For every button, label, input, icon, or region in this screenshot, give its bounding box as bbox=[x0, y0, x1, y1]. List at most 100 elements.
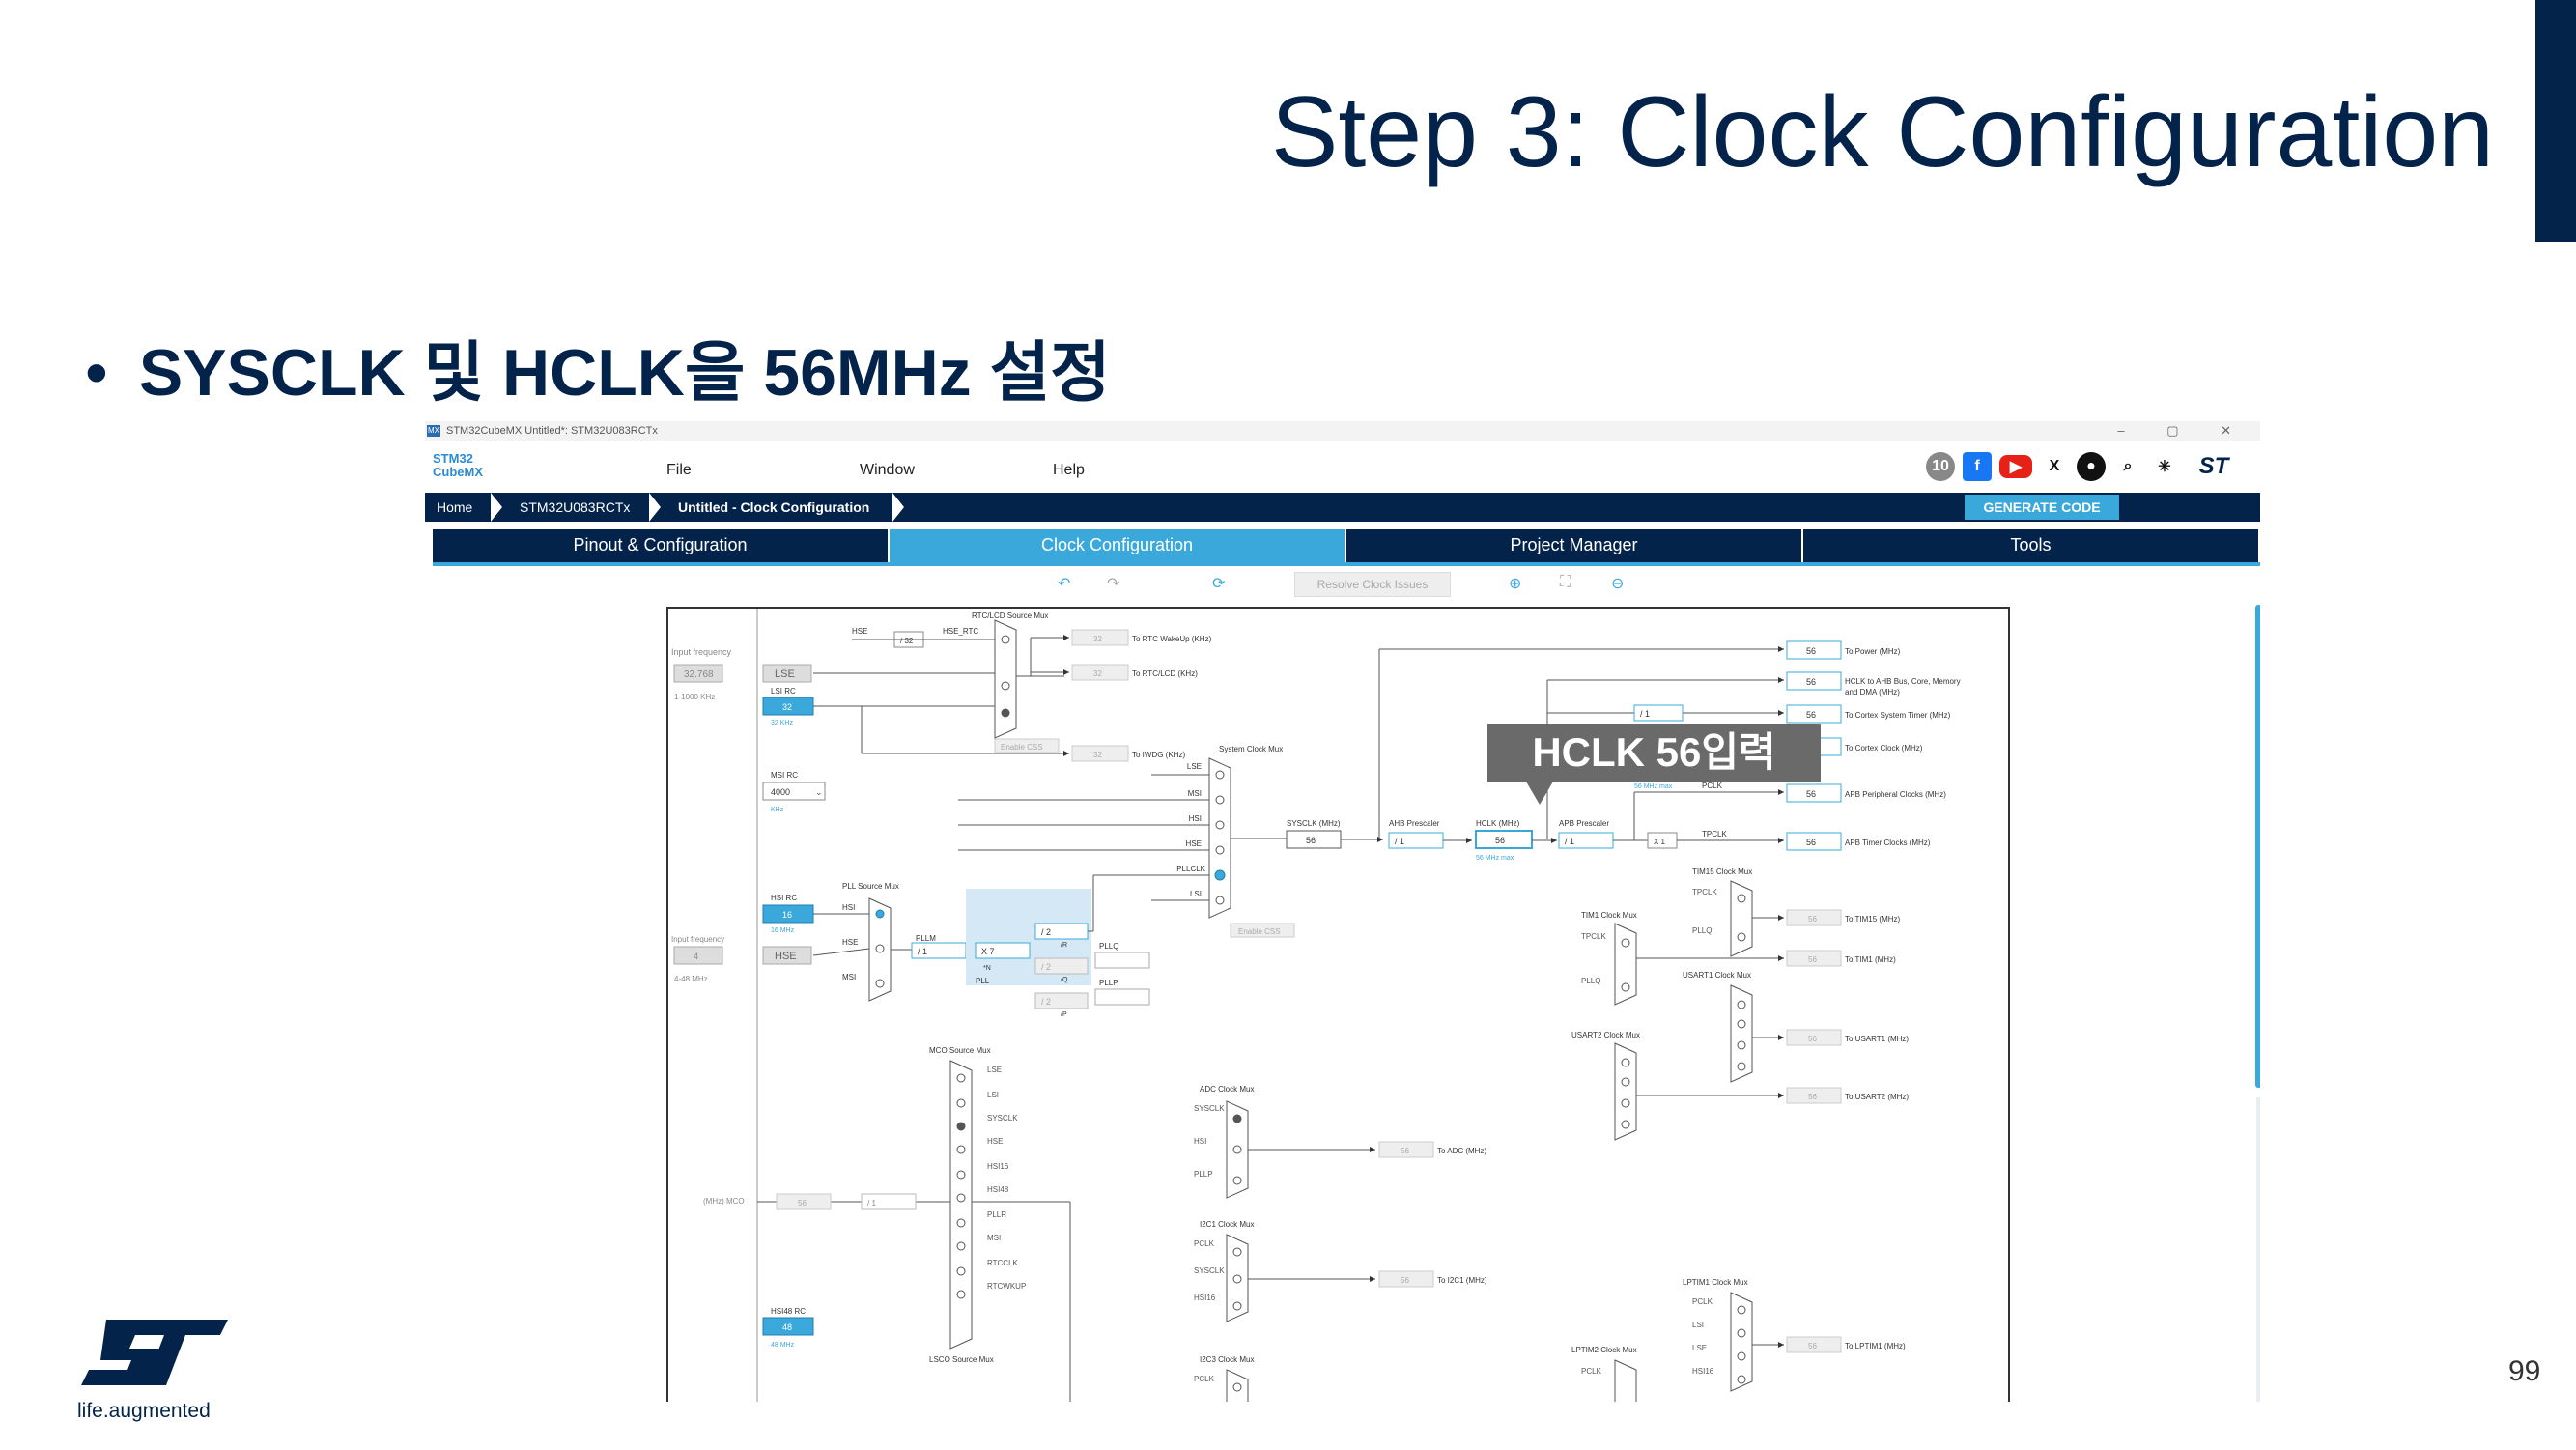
network-icon[interactable]: ✳ bbox=[2158, 459, 2171, 475]
adc-mux-option-pllp[interactable] bbox=[1232, 1176, 1242, 1185]
rtc-wakeup-value-box[interactable] bbox=[1071, 629, 1129, 646]
usart1-mux-option-1[interactable] bbox=[1737, 1000, 1746, 1009]
pll-mux-option-hsi[interactable] bbox=[875, 909, 885, 919]
pll-mux-option-msi[interactable] bbox=[875, 979, 885, 988]
i2c3-mux-option-pclk[interactable] bbox=[1232, 1382, 1242, 1392]
cortex-timer-div-select[interactable] bbox=[1633, 704, 1684, 722]
github-icon[interactable]: ● bbox=[2077, 452, 2106, 481]
tim1-mux-option-1[interactable] bbox=[1621, 938, 1630, 948]
sys-mux-option-pllclk[interactable] bbox=[1214, 869, 1226, 881]
st-icon[interactable]: ST bbox=[2198, 453, 2229, 479]
mco-mux-option-1[interactable] bbox=[956, 1073, 966, 1083]
usart2-mux-option-4[interactable] bbox=[1621, 1120, 1630, 1129]
pll-mux-option-hse[interactable] bbox=[875, 944, 885, 953]
mco-mux-option-9[interactable] bbox=[956, 1266, 966, 1276]
breadcrumb-current[interactable]: Untitled - Clock Configuration bbox=[678, 499, 870, 515]
window-controls[interactable]: – ▢ ✕ bbox=[2117, 423, 2250, 438]
lptim1-mux-option-1[interactable] bbox=[1737, 1305, 1746, 1315]
msi-select[interactable] bbox=[762, 782, 826, 801]
lptim1-mux-option-4[interactable] bbox=[1737, 1375, 1746, 1384]
rtc-mux-option-hse[interactable] bbox=[1001, 635, 1010, 644]
tab-clock-configuration[interactable]: Clock Configuration bbox=[890, 529, 1346, 562]
i2c1-mux-option-hsi16[interactable] bbox=[1232, 1301, 1242, 1311]
lse-input-field[interactable] bbox=[673, 664, 723, 683]
tim15-value-box[interactable] bbox=[1786, 909, 1842, 926]
mco-mux-option-4[interactable] bbox=[956, 1145, 966, 1154]
breadcrumb-device[interactable]: STM32U083RCTx bbox=[520, 499, 631, 515]
enable-css-sys-button[interactable] bbox=[1230, 923, 1295, 938]
youtube-icon[interactable]: ▶ bbox=[1999, 455, 2032, 478]
menu-help[interactable]: Help bbox=[1053, 462, 1085, 478]
mco-mux-option-8[interactable] bbox=[956, 1241, 966, 1251]
i2c1-mux-option-sysclk[interactable] bbox=[1232, 1274, 1242, 1284]
tab-project-manager[interactable]: Project Manager bbox=[1346, 529, 1803, 562]
rtc-lcd-value-box[interactable] bbox=[1071, 664, 1129, 681]
adc-mux-option-hsi[interactable] bbox=[1232, 1145, 1242, 1154]
tab-tools[interactable]: Tools bbox=[1803, 529, 2260, 562]
usart2-value-box[interactable] bbox=[1786, 1087, 1842, 1104]
breadcrumb-home[interactable]: Home bbox=[437, 499, 473, 515]
tim1-mux-option-2[interactable] bbox=[1621, 982, 1630, 992]
adc-value-box[interactable] bbox=[1378, 1141, 1434, 1158]
vertical-scrollbar-track[interactable] bbox=[2256, 1097, 2260, 1402]
sys-mux-option-lsi[interactable] bbox=[1215, 896, 1225, 905]
mco-mux-option-3[interactable] bbox=[956, 1122, 966, 1131]
hclk-input[interactable] bbox=[1475, 830, 1533, 849]
pllp-select[interactable] bbox=[1034, 992, 1089, 1009]
usart2-mux-option-2[interactable] bbox=[1621, 1077, 1630, 1087]
usart1-mux-option-4[interactable] bbox=[1737, 1062, 1746, 1071]
pllq-out-box[interactable] bbox=[1094, 952, 1150, 969]
usart2-mux-option-3[interactable] bbox=[1621, 1098, 1630, 1108]
adc-mux-option-sysclk[interactable] bbox=[1232, 1114, 1242, 1123]
tim15-mux-option-1[interactable] bbox=[1737, 894, 1746, 903]
tab-pinout[interactable]: Pinout & Configuration bbox=[433, 529, 890, 562]
lptim1-value-box[interactable] bbox=[1786, 1336, 1842, 1353]
anniversary-icon[interactable]: 10 bbox=[1926, 452, 1955, 481]
usart1-mux-option-2[interactable] bbox=[1737, 1019, 1746, 1029]
sys-mux-option-lse[interactable] bbox=[1215, 770, 1225, 780]
menu-window[interactable]: Window bbox=[860, 462, 915, 478]
usart2-mux-option-1[interactable] bbox=[1621, 1058, 1630, 1067]
out-cortex-timer-box[interactable] bbox=[1786, 704, 1842, 724]
search-icon[interactable]: ⌕ bbox=[2123, 458, 2133, 474]
out-ahb-box[interactable] bbox=[1786, 671, 1842, 691]
hse-block[interactable] bbox=[762, 946, 812, 965]
menu-file[interactable]: File bbox=[666, 462, 692, 478]
vertical-scrollbar-thumb[interactable] bbox=[2255, 605, 2260, 1088]
mco-mux-option-7[interactable] bbox=[956, 1218, 966, 1228]
usart1-value-box[interactable] bbox=[1786, 1029, 1842, 1046]
out-apb-timer-box[interactable] bbox=[1786, 832, 1842, 851]
sys-mux-option-hsi[interactable] bbox=[1215, 820, 1225, 830]
generate-code-button[interactable]: GENERATE CODE bbox=[1965, 495, 2119, 520]
pllp-out-box[interactable] bbox=[1094, 988, 1150, 1006]
tim1-value-box[interactable] bbox=[1786, 950, 1842, 967]
lptim1-mux-option-3[interactable] bbox=[1737, 1351, 1746, 1361]
mco-div-select[interactable] bbox=[861, 1193, 917, 1210]
i2c1-mux-option-pclk[interactable] bbox=[1232, 1247, 1242, 1257]
mco-mux-option-5[interactable] bbox=[956, 1170, 966, 1180]
x-icon[interactable]: X bbox=[2049, 458, 2060, 474]
redo-icon[interactable]: ↷ bbox=[1107, 576, 1120, 592]
out-power-box[interactable] bbox=[1786, 640, 1842, 660]
mco-mux-option-10[interactable] bbox=[956, 1290, 966, 1299]
sys-mux-option-msi[interactable] bbox=[1215, 795, 1225, 805]
mco-mux-option-6[interactable] bbox=[956, 1193, 966, 1203]
mco-mux-option-2[interactable] bbox=[956, 1098, 966, 1108]
sys-mux-option-hse[interactable] bbox=[1215, 845, 1225, 855]
undo-icon[interactable]: ↶ bbox=[1058, 576, 1071, 592]
zoom-out-icon[interactable]: ⊖ bbox=[1611, 576, 1625, 592]
out-apb-box[interactable] bbox=[1786, 783, 1842, 803]
plln-select[interactable] bbox=[975, 942, 1031, 959]
resolve-clock-issues-button[interactable]: Resolve Clock Issues bbox=[1294, 572, 1451, 597]
tim15-mux-option-2[interactable] bbox=[1737, 932, 1746, 942]
pllq-select[interactable] bbox=[1034, 957, 1089, 975]
hse-input-field[interactable] bbox=[673, 946, 723, 965]
rtc-mux-option-lse[interactable] bbox=[1001, 681, 1010, 691]
fit-icon[interactable]: ⛶ bbox=[1560, 574, 1571, 590]
zoom-in-icon[interactable]: ⊕ bbox=[1509, 576, 1522, 592]
lse-block[interactable] bbox=[762, 664, 812, 683]
lptim1-mux-option-2[interactable] bbox=[1737, 1328, 1746, 1338]
facebook-icon[interactable]: f bbox=[1963, 452, 1992, 481]
usart1-mux-option-3[interactable] bbox=[1737, 1040, 1746, 1050]
enable-css-rtc-button[interactable] bbox=[994, 738, 1060, 753]
